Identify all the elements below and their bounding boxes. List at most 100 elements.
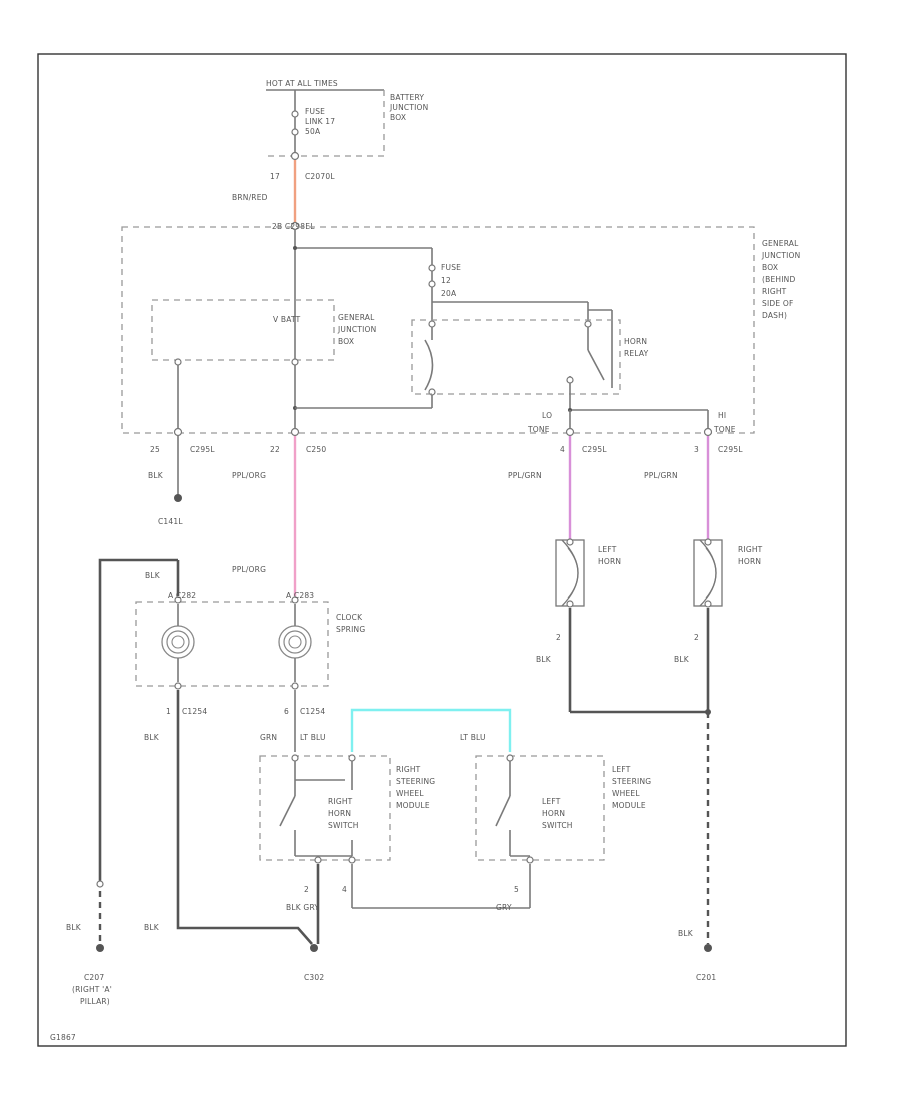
svg-text:22: 22 <box>270 445 280 454</box>
svg-text:HORN: HORN <box>598 557 621 566</box>
svg-text:BLK: BLK <box>144 733 160 742</box>
svg-text:4: 4 <box>342 885 347 894</box>
svg-text:RELAY: RELAY <box>624 349 649 358</box>
svg-text:C201: C201 <box>696 973 716 982</box>
svg-text:LT BLU: LT BLU <box>460 733 486 742</box>
svg-text:STEERING: STEERING <box>396 777 435 786</box>
svg-text:2B C298EL: 2B C298EL <box>272 222 315 231</box>
svg-text:A C283: A C283 <box>286 591 314 600</box>
clock-spring-left-coil <box>161 625 195 659</box>
svg-text:17: 17 <box>270 172 280 181</box>
svg-text:GENERAL: GENERAL <box>762 239 799 248</box>
svg-text:BLK: BLK <box>66 923 82 932</box>
svg-text:RIGHT: RIGHT <box>328 797 353 806</box>
svg-text:FUSE: FUSE <box>441 263 461 272</box>
svg-text:2: 2 <box>556 633 561 642</box>
svg-text:SPRING: SPRING <box>336 625 365 634</box>
right-horn-symbol <box>693 539 723 607</box>
svg-text:V BATT: V BATT <box>273 315 301 324</box>
ground-c201-point <box>704 944 712 952</box>
svg-text:WHEEL: WHEEL <box>396 789 424 798</box>
svg-text:C207: C207 <box>84 973 104 982</box>
left-steering-wheel-module <box>475 755 605 861</box>
svg-text:HORN: HORN <box>738 557 761 566</box>
svg-text:GRN: GRN <box>260 733 277 742</box>
svg-text:PPL/ORG: PPL/ORG <box>232 565 266 574</box>
battery-jb-label-3: BOX <box>390 113 406 122</box>
svg-text:C1254: C1254 <box>300 707 325 716</box>
svg-text:(BEHIND: (BEHIND <box>762 275 795 284</box>
svg-text:MODULE: MODULE <box>612 801 646 810</box>
svg-text:2: 2 <box>694 633 699 642</box>
hot-at-all-times-label: HOT AT ALL TIMES <box>266 79 338 88</box>
svg-text:LEFT: LEFT <box>612 765 631 774</box>
svg-text:TONE: TONE <box>713 425 736 434</box>
svg-text:STEERING: STEERING <box>612 777 651 786</box>
svg-text:BLK: BLK <box>536 655 552 664</box>
svg-text:PILLAR): PILLAR) <box>80 997 110 1006</box>
svg-text:SIDE OF: SIDE OF <box>762 299 794 308</box>
svg-text:HI: HI <box>718 411 726 420</box>
fuse-link-label: FUSE <box>305 107 325 116</box>
svg-text:JUNCTION: JUNCTION <box>761 251 800 260</box>
battery-jb-label-2: JUNCTION <box>389 103 428 112</box>
svg-text:TONE: TONE <box>527 425 550 434</box>
svg-text:CLOCK: CLOCK <box>336 613 363 622</box>
svg-text:HORN: HORN <box>624 337 647 346</box>
clock-spring-right-coil <box>278 625 312 659</box>
svg-text:BOX: BOX <box>338 337 354 346</box>
svg-text:12: 12 <box>441 276 451 285</box>
svg-text:3: 3 <box>694 445 699 454</box>
svg-text:BLK GRY: BLK GRY <box>286 903 319 912</box>
battery-junction-box <box>264 90 385 157</box>
fuse-link-amp: 50A <box>305 127 321 136</box>
diagram-code: G1867 <box>50 1033 76 1042</box>
svg-text:20A: 20A <box>441 289 457 298</box>
svg-text:BLK: BLK <box>148 471 164 480</box>
svg-text:BLK: BLK <box>145 571 161 580</box>
svg-text:25: 25 <box>150 445 160 454</box>
svg-text:4: 4 <box>560 445 565 454</box>
svg-text:5: 5 <box>514 885 519 894</box>
lt-blu-wire <box>350 708 512 752</box>
svg-text:JUNCTION: JUNCTION <box>337 325 376 334</box>
svg-text:HORN: HORN <box>542 809 565 818</box>
ground-c302-point <box>310 944 318 952</box>
svg-text:PPL/ORG: PPL/ORG <box>232 471 266 480</box>
svg-text:RIGHT: RIGHT <box>738 545 763 554</box>
svg-text:RIGHT: RIGHT <box>396 765 421 774</box>
svg-text:MODULE: MODULE <box>396 801 430 810</box>
fuse-link-id: LINK 17 <box>305 117 335 126</box>
svg-text:BRN/RED: BRN/RED <box>232 193 268 202</box>
svg-text:WHEEL: WHEEL <box>612 789 640 798</box>
svg-text:SWITCH: SWITCH <box>542 821 573 830</box>
inner-junction-box <box>151 299 335 361</box>
svg-text:GRY: GRY <box>496 903 512 912</box>
svg-text:LEFT: LEFT <box>542 797 561 806</box>
battery-jb-label-1: BATTERY <box>390 93 424 102</box>
clock-spring-box <box>135 601 329 687</box>
svg-text:1: 1 <box>166 707 171 716</box>
svg-text:LO: LO <box>542 411 552 420</box>
svg-text:2: 2 <box>304 885 309 894</box>
svg-text:6: 6 <box>284 707 289 716</box>
svg-text:PPL/GRN: PPL/GRN <box>644 471 678 480</box>
svg-text:PPL/GRN: PPL/GRN <box>508 471 542 480</box>
svg-text:C302: C302 <box>304 973 324 982</box>
svg-text:C250: C250 <box>306 445 326 454</box>
svg-text:A C282: A C282 <box>168 591 196 600</box>
svg-text:RIGHT: RIGHT <box>762 287 787 296</box>
ground-c141l-point <box>174 494 182 502</box>
svg-text:C295L: C295L <box>718 445 743 454</box>
svg-text:C295L: C295L <box>582 445 607 454</box>
ground-c207-point <box>96 944 104 952</box>
svg-text:LT BLU: LT BLU <box>300 733 326 742</box>
svg-text:C2070L: C2070L <box>305 172 335 181</box>
svg-text:BOX: BOX <box>762 263 778 272</box>
general-junction-box <box>121 226 755 434</box>
left-horn-symbol <box>555 539 585 607</box>
svg-text:DASH): DASH) <box>762 311 787 320</box>
svg-text:BLK: BLK <box>674 655 690 664</box>
svg-text:C1254: C1254 <box>182 707 207 716</box>
